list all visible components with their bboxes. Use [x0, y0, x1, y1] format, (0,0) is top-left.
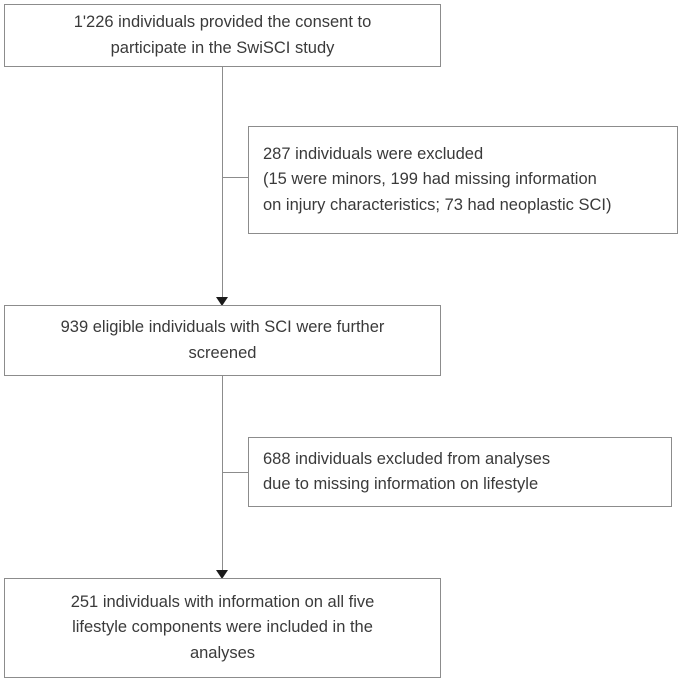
- arrowhead-into-eligible: [216, 297, 228, 306]
- flow-node-excluded-1: 287 individuals were excluded (15 were m…: [248, 126, 678, 234]
- flow-node-eligible-line-1: 939 eligible individuals with SCI were f…: [60, 318, 385, 337]
- flow-node-consent-line-2: participate in the SwiSCI study: [110, 38, 335, 57]
- flow-node-excluded-2-line-1: 688 individuals excluded from analyses: [263, 449, 551, 468]
- flow-node-eligible: 939 eligible individuals with SCI were f…: [4, 305, 441, 376]
- flow-node-excluded-2: 688 individuals excluded from analyses d…: [248, 437, 672, 507]
- flow-node-excluded-1-line-3: on injury characteristics; 73 had neopla…: [263, 195, 612, 214]
- flow-node-consent-line-1: 1'226 individuals provided the consent t…: [73, 13, 372, 32]
- flow-node-consent: 1'226 individuals provided the consent t…: [4, 4, 441, 67]
- connector-consent-to-eligible: [222, 67, 223, 299]
- flow-node-eligible-line-2: screened: [188, 343, 257, 362]
- connector-eligible-to-included: [222, 376, 223, 572]
- flow-node-included-line-2: lifestyle components were included in th…: [72, 618, 373, 637]
- flow-node-excluded-1-line-1: 287 individuals were excluded: [263, 145, 484, 164]
- flow-node-included-line-3: analyses: [189, 643, 256, 662]
- flow-node-excluded-1-line-2: (15 were minors, 199 had missing informa…: [263, 170, 597, 189]
- flow-node-included-line-1: 251 individuals with information on all …: [70, 593, 375, 612]
- arrowhead-into-included: [216, 570, 228, 579]
- flow-node-excluded-2-line-2: due to missing information on lifestyle: [263, 475, 539, 493]
- connector-branch-to-excluded-2: [222, 472, 249, 473]
- flow-node-included: 251 individuals with information on all …: [4, 578, 441, 678]
- connector-branch-to-excluded-1: [222, 177, 249, 178]
